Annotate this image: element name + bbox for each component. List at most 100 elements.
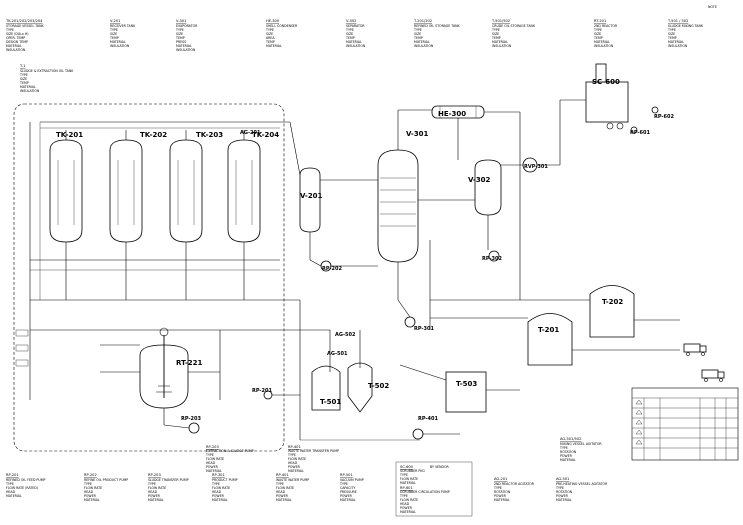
spec-line: TYPE: [555, 486, 564, 490]
spec-line: SIZE: [176, 32, 183, 36]
spec-line: INSULATION: [492, 44, 512, 48]
spec-line: TEMP: [109, 36, 119, 40]
spec-title-rt201: RT-201: [594, 19, 606, 23]
pump-rp401: RP-401: [412, 416, 460, 440]
spec-line: TYPE: [399, 494, 408, 498]
tank-tk201: TK-201: [49, 130, 83, 300]
spec-title: RP-301: [212, 473, 225, 477]
spec-block-t503: T-501 / 502 SLUDGE MIXING TANK TYPE SIZE…: [667, 19, 704, 48]
reactor-rt221: RT-221: [139, 327, 202, 425]
condenser-he300: HE-300: [398, 105, 520, 160]
spec-line: HEAD: [288, 461, 298, 465]
spec-line: MATERIAL: [340, 498, 356, 502]
spec-line: OPER. TEMP: [6, 36, 25, 40]
spec-line: POWER: [84, 494, 97, 498]
tag-tk201: TK-201: [56, 131, 83, 139]
caption-title: RP-203: [206, 445, 219, 449]
spec-line: HEAD: [212, 490, 222, 494]
spec-block-t201: T-201/202 REFINED OIL STORAGE TANK TYPE …: [413, 19, 461, 48]
spec-line: TEMP: [491, 36, 501, 40]
spec-line: BY VENDOR: [430, 465, 450, 469]
spec-line: RP-601: [400, 486, 413, 490]
spec-title: SC-600: [400, 465, 414, 469]
spec-line: ROTATION: [560, 450, 577, 454]
spec-title: RP-202: [84, 473, 97, 477]
spec-line: SLUDGE & EXTRACTION OIL TANK: [20, 69, 74, 73]
spec-block-he300: HE-300 SHELL CONDENSER TYPE SIZE AREA TE…: [265, 19, 298, 48]
spec-line: INSULATION: [20, 89, 40, 93]
tag-v302: V-302: [468, 176, 491, 184]
spec-line: MATERIAL: [206, 469, 222, 473]
spec-line: FLOW RATE: [400, 498, 418, 502]
spec-line: FLOW RATE: [212, 486, 230, 490]
tag-rp301: RP-301: [414, 326, 434, 332]
spec-line: FLOW RATE (RATED): [6, 486, 38, 490]
spec-line: PRESS: [176, 40, 186, 44]
spec-line: MATERIAL: [494, 498, 510, 502]
tank-tk204: TK-204: [227, 130, 279, 300]
spec-line: SIZE: [346, 32, 353, 36]
spec-line: SLUDGE TRANSFER PUMP: [148, 478, 189, 482]
spec-line: TYPE: [413, 28, 422, 32]
tag-rvp301: RVP-301: [524, 164, 548, 170]
spec-line: DESIGN TEMP: [6, 40, 28, 44]
spec-line: VACUUM PUMP: [340, 478, 364, 482]
spec-line: TYPE: [491, 28, 500, 32]
tag-rp401: RP-401: [418, 416, 438, 422]
tag-rp202: RP-202: [322, 266, 342, 272]
tag-v301: V-301: [406, 130, 429, 138]
spec-line: FLOW RATE: [276, 486, 294, 490]
spec-line: MATERIAL: [288, 469, 304, 473]
pump-rp201: RP-201: [252, 388, 300, 400]
spec-title-v201: V-201: [110, 19, 120, 23]
spec-line: SCRUBBER PKG: [400, 469, 425, 473]
caption-rp203: RP-203 EXTRACTION & SLUDGE PUMP TYPE FLO…: [205, 445, 254, 473]
spec-line: HEAD: [206, 461, 216, 465]
spec-line: SIZE: [266, 32, 273, 36]
spec-line: MATERIAL: [148, 498, 164, 502]
line-tag-box: [15, 329, 29, 337]
tag-t202: T-202: [602, 298, 623, 306]
spec-line: MATERIAL: [20, 85, 36, 89]
spec-line: TYPE: [5, 28, 14, 32]
spec-line: SLUDGE MIXING TANK: [668, 24, 704, 28]
pump-spec-ag501: AG-501 PRE-HEATING VESSEL AGITATOR TYPE …: [555, 477, 608, 502]
spec-line: REFINED OIL FEED PUMP: [6, 478, 45, 482]
spec-line: SHELL CONDENSER: [266, 24, 298, 28]
spec-line: MATERIAL: [176, 44, 192, 48]
spec-line: MATERIAL: [110, 40, 126, 44]
truck-icon: [683, 343, 707, 356]
pump-spec-ag201: AG-201 2ND REACTOR AGITATOR TYPE ROTATIO…: [493, 477, 535, 502]
spec-line: SIZE: [594, 32, 601, 36]
spec-block-rt201: RT-201 2ND REACTOR TYPE SIZE TEMP MATERI…: [593, 19, 618, 48]
spec-line: MIXING VESSEL AGITATOR: [560, 442, 602, 446]
spec-line: TEMP: [345, 36, 355, 40]
vessel-v301: V-301: [377, 110, 429, 300]
spec-line: POWER: [400, 506, 413, 510]
spec-line: MATERIAL: [276, 498, 292, 502]
tag-rp602: RP-602: [654, 114, 674, 120]
spec-line: TYPE: [667, 28, 676, 32]
tag-rp302: RP-302: [482, 256, 502, 262]
spec-line: PRODUCT PUMP: [212, 478, 238, 482]
spec-line: MATERIAL: [6, 44, 22, 48]
pump-spec-rp501: RP-501 VACUUM PUMP TYPE CAPACITY PRESSUR…: [339, 473, 364, 502]
spec-line: HEAD: [400, 502, 410, 506]
tag-he300: HE-300: [438, 110, 466, 118]
spec-line: PRESSURE: [340, 490, 357, 494]
spec-line: HEAD: [148, 490, 158, 494]
spec-line: SEPARATOR: [346, 24, 365, 28]
tag-rp201: RP-201: [252, 388, 272, 394]
tag-tk204: TK-204: [252, 131, 279, 139]
spec-title-t503: T-501 / 502: [667, 19, 688, 23]
spec-line: POWER: [206, 465, 219, 469]
spec-line: MATERIAL: [6, 494, 22, 498]
spec-line: MATERIAL: [400, 510, 416, 514]
spec-line: POWER: [148, 494, 161, 498]
spec-title: RP-201: [6, 473, 19, 477]
spec-line: INSULATION: [594, 44, 614, 48]
spec-line: TYPE: [339, 482, 348, 486]
pump-spec-rp201: RP-201 REFINED OIL FEED PUMP TYPE FLOW R…: [5, 473, 45, 498]
tag-sc600: SC-600: [592, 78, 620, 86]
spec-line: TEMP: [413, 36, 423, 40]
